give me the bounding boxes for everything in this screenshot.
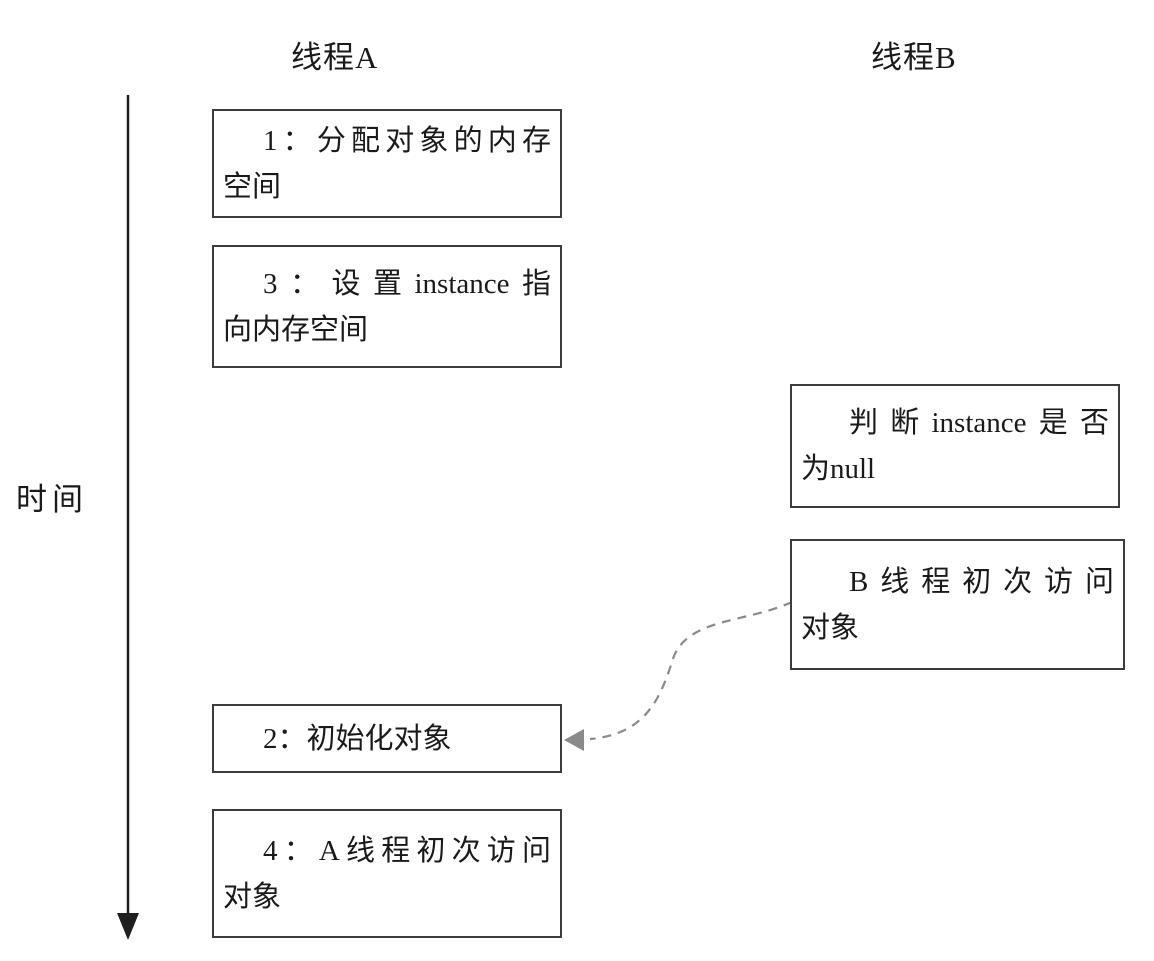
time-axis-label: 时间 (16, 482, 88, 517)
dashed-arrow-path (589, 600, 793, 741)
box-text-line: 为null (801, 453, 876, 485)
box-text-line: 对象 (801, 611, 860, 644)
box-step-2-initialize-object: 2：初始化对象 (212, 704, 562, 773)
box-step-1-allocate-memory: 1：分配对象的内存 空间 (212, 109, 562, 218)
box-text-line: 向内存空间 (223, 313, 369, 346)
thread-a-header: 线程A (291, 40, 379, 75)
box-text-line: 4：A线程初次访问 (263, 834, 551, 867)
box-check-instance-null: 判断instance是否 为null (790, 384, 1120, 508)
box-text-line: 2：初始化对象 (263, 722, 452, 755)
box-text-line: 1：分配对象的内存 (263, 124, 551, 157)
box-step-4-thread-a-first-access: 4：A线程初次访问 对象 (212, 809, 562, 938)
box-text-line: 3：设置instance指 (263, 267, 551, 300)
thread-b-header: 线程B (871, 40, 957, 75)
box-thread-b-first-access: B线程初次访问 对象 (790, 539, 1125, 670)
box-text-line: 对象 (223, 880, 282, 913)
dashed-arrowhead-icon (564, 729, 584, 751)
box-text-line: 判断instance是否 (849, 407, 1109, 439)
box-step-3-set-instance-pointer: 3：设置instance指 向内存空间 (212, 245, 562, 368)
box-text-line: B线程初次访问 (849, 565, 1114, 598)
time-axis-arrowhead-icon (117, 913, 139, 940)
box-text-line: 空间 (223, 170, 282, 203)
